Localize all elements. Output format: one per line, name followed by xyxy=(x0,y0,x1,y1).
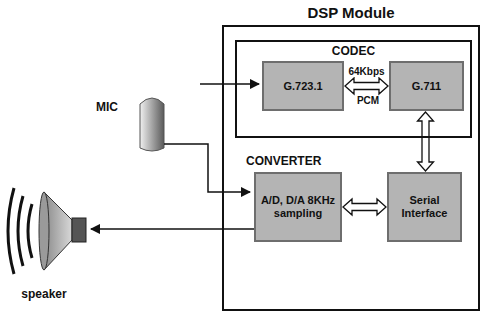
interface-block: Serial Interface xyxy=(387,172,462,242)
microphone xyxy=(140,98,164,151)
signal-label: PCM xyxy=(348,95,388,106)
group-heading: DSP Module xyxy=(224,4,478,21)
group-heading: CODEC xyxy=(237,45,470,59)
part-label: MIC xyxy=(92,100,122,114)
bus-arrow xyxy=(345,78,388,94)
block-label: Serial Interface xyxy=(389,194,460,219)
mic-wire xyxy=(164,144,250,192)
part-label: speaker xyxy=(12,287,76,301)
codec-block: G.711 xyxy=(389,61,464,111)
edge-label: 64Kbps xyxy=(347,66,385,77)
bus-arrow xyxy=(343,199,386,215)
bus-arrow xyxy=(418,112,434,171)
input-wire xyxy=(200,83,259,85)
block-label: A/D, D/A 8KHz sampling xyxy=(256,194,340,219)
speaker-wire xyxy=(91,228,254,230)
block-label: G.711 xyxy=(409,80,444,93)
speaker-symbol xyxy=(8,188,86,274)
group-heading: CONVERTER xyxy=(246,155,321,169)
codec-group-box: CODEC G.723.1 G.711 xyxy=(235,40,472,138)
converter-block: CONVERTERA/D, D/A 8KHz sampling xyxy=(254,172,342,242)
block-label: G.723.1 xyxy=(280,80,325,93)
codec-block: G.723.1 xyxy=(262,61,344,111)
